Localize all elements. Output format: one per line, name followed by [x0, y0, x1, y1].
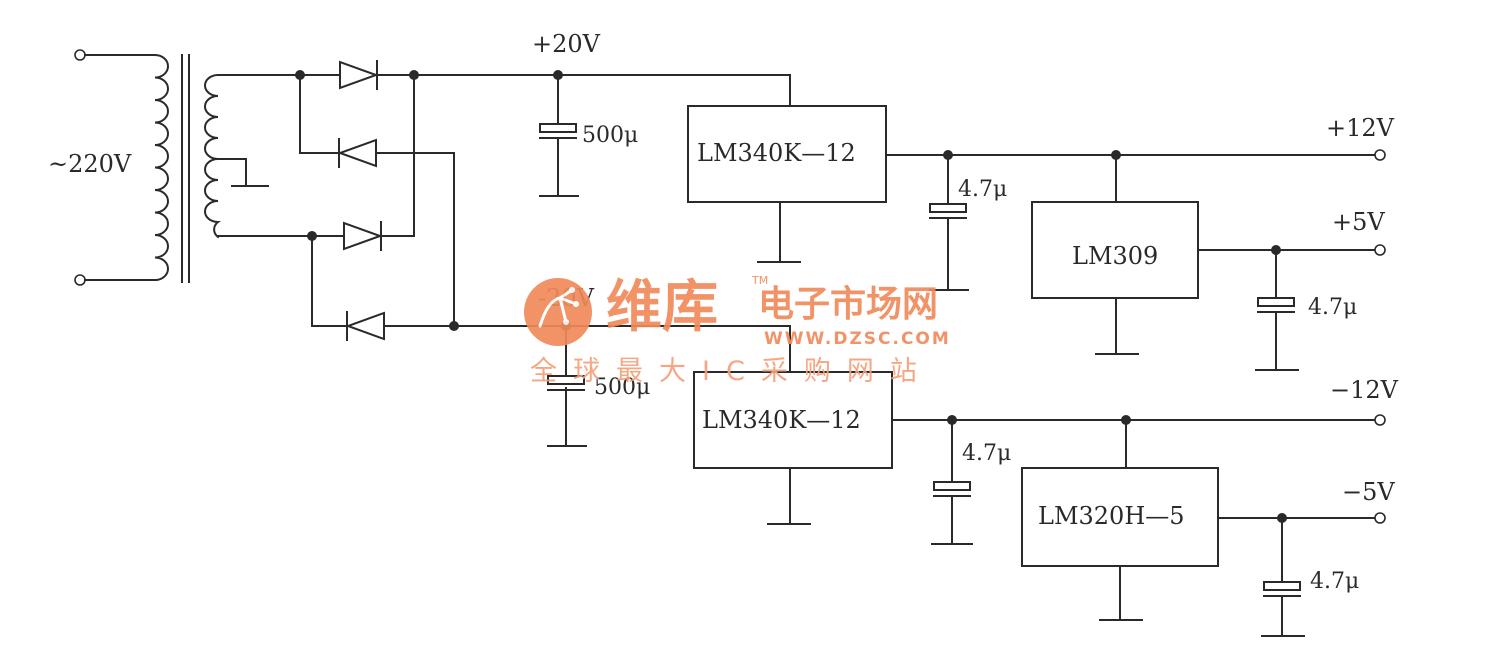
- secondary-winding-upper: [204, 73, 220, 161]
- regulator-neg-5-box: [1021, 467, 1219, 567]
- diode-1-icon: [339, 60, 379, 90]
- output-terminal-neg-12: [1374, 414, 1386, 426]
- input-voltage-label: ~220V: [48, 150, 132, 178]
- transformer-core: [181, 54, 190, 283]
- regulator-neg-5: LM320H—5 4.7μ −5V: [1021, 419, 1395, 637]
- regulator-pos-5: LM309 4.7μ +5V: [1031, 154, 1386, 371]
- output-terminal-neg-5: [1374, 512, 1386, 524]
- input-terminal-top: [74, 49, 86, 61]
- filter-cap-positive-icon: [539, 123, 577, 133]
- filter-cap-negative-label: 500μ: [594, 375, 650, 400]
- regulator-neg-5-label: LM320H—5: [1038, 502, 1185, 530]
- output-terminal-pos-12: [1374, 149, 1386, 161]
- diode-4-icon: [345, 311, 385, 341]
- positive-rail: +20V 500μ: [413, 30, 791, 197]
- output-cap-pos-12-icon: [929, 203, 967, 213]
- positive-rail-label: +20V: [532, 30, 601, 58]
- bridge-rectifier: [295, 60, 459, 341]
- watermark-tm: TM: [751, 274, 768, 287]
- center-tap-ground: [217, 158, 269, 187]
- output-pos-12-label: +12V: [1326, 114, 1395, 142]
- output-cap-pos-12-label: 4.7μ: [958, 177, 1007, 202]
- filter-cap-negative-icon: [547, 375, 585, 385]
- input-terminal-bottom: [74, 274, 86, 286]
- regulator-pos-12-box: [687, 105, 887, 203]
- regulator-neg-12-box: [693, 371, 893, 469]
- watermark: 维库 TM 电子市场网 WWW.DZSC.COM 全球最大IC采购网站: [524, 274, 951, 387]
- output-cap-pos-5-label: 4.7μ: [1308, 295, 1357, 320]
- diode-2-icon: [337, 138, 377, 168]
- regulator-pos-12-label: LM340K—12: [697, 139, 856, 167]
- output-cap-neg-5-label: 4.7μ: [1310, 569, 1359, 594]
- watermark-tagline: 全球最大IC采购网站: [530, 356, 933, 387]
- primary-winding: [153, 53, 169, 282]
- output-terminal-pos-5: [1374, 244, 1386, 256]
- output-neg-5-label: −5V: [1342, 478, 1395, 506]
- regulator-pos-5-box: [1031, 201, 1199, 299]
- secondary-winding-lower: [204, 157, 221, 239]
- filter-cap-positive-label: 500μ: [582, 123, 638, 148]
- output-cap-neg-12-icon: [933, 481, 971, 491]
- transformer: ~220V: [48, 49, 313, 286]
- output-cap-neg-12-label: 4.7μ: [962, 441, 1011, 466]
- regulator-pos-5-label: LM309: [1072, 242, 1158, 270]
- watermark-url: WWW.DZSC.COM: [764, 329, 951, 349]
- output-cap-pos-5-icon: [1257, 297, 1295, 307]
- watermark-site-name: 电子市场网: [758, 284, 938, 325]
- regulator-neg-12: LM340K—12 4.7μ −12V: [693, 371, 1399, 545]
- regulator-pos-12: LM340K—12 4.7μ +12V: [687, 105, 1395, 291]
- diode-3-icon: [343, 221, 383, 251]
- output-neg-12-label: −12V: [1330, 376, 1399, 404]
- output-pos-5-label: +5V: [1332, 208, 1385, 236]
- regulator-neg-12-label: LM340K—12: [702, 406, 861, 434]
- watermark-logo-icon: [524, 278, 592, 346]
- output-cap-neg-5-icon: [1263, 581, 1301, 591]
- watermark-brand: 维库: [606, 275, 718, 340]
